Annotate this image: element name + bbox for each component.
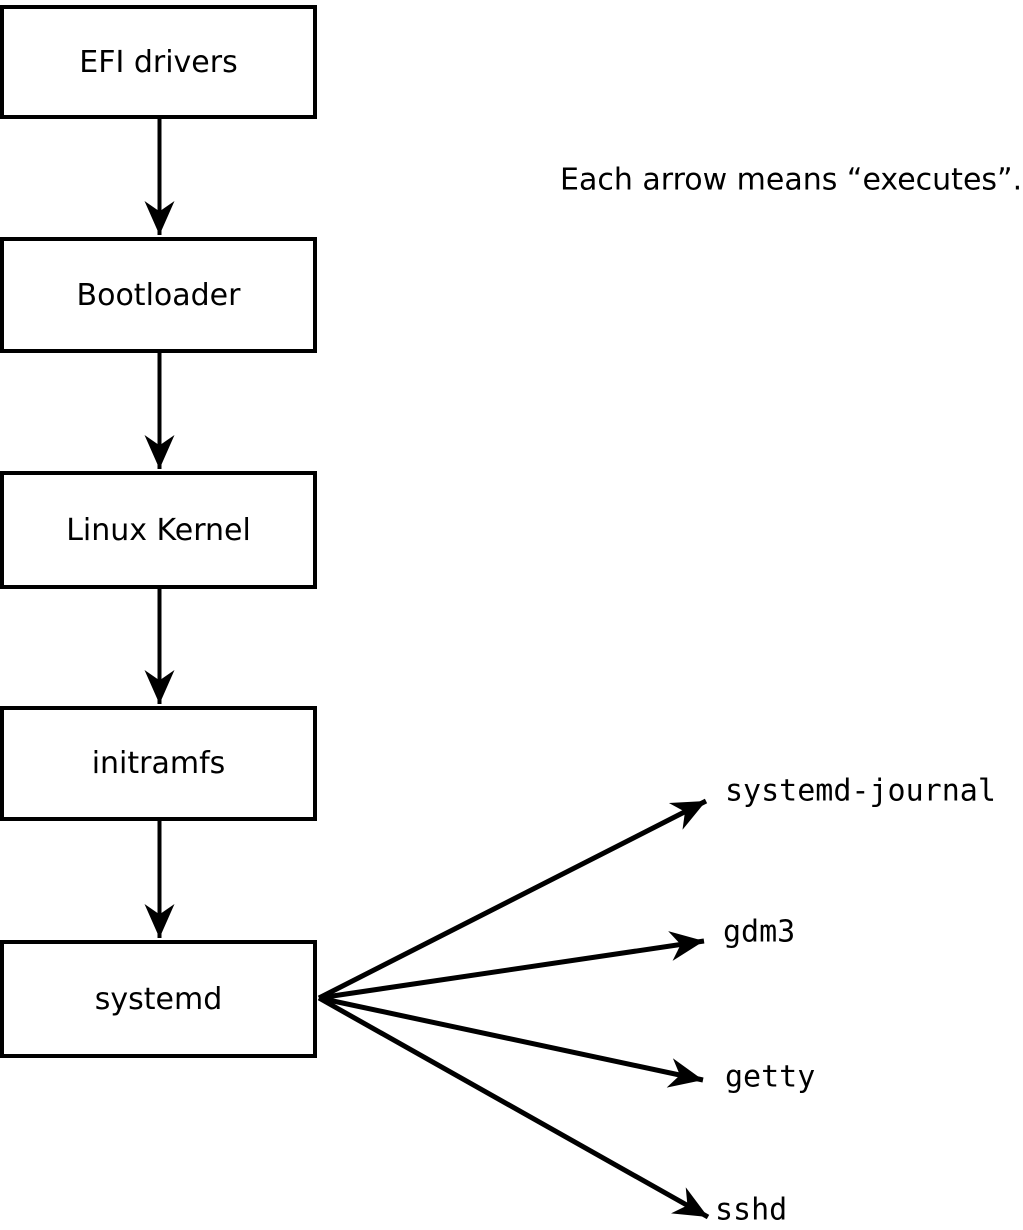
process-label-sshd: sshd	[715, 1192, 788, 1228]
process-label-getty: getty	[725, 1059, 816, 1095]
arrow-meaning-annotation: Each arrow means “executes”.	[560, 162, 1023, 198]
node-systemd: systemd	[0, 940, 317, 1058]
process-label-gdm3: gdm3	[723, 914, 796, 950]
node-systemd-label: systemd	[94, 981, 223, 1017]
node-initramfs-label: initramfs	[91, 746, 226, 781]
arrow-systemd-to-gdm3	[318, 931, 705, 1001]
arrow-systemd-to-systemd-journal	[317, 798, 708, 1001]
node-efi-drivers: EFI drivers	[0, 5, 317, 119]
node-linux-kernel: Linux Kernel	[0, 471, 317, 589]
node-linux-kernel-label: Linux Kernel	[66, 512, 251, 548]
arrow-systemd-to-getty	[318, 995, 704, 1088]
node-initramfs: initramfs	[0, 706, 317, 821]
node-efi-drivers-label: EFI drivers	[79, 44, 238, 80]
node-bootloader-label: Bootloader	[76, 277, 241, 313]
node-bootloader: Bootloader	[0, 237, 317, 353]
process-label-systemd-journal: systemd-journal	[725, 773, 996, 809]
arrow-systemd-to-sshd	[317, 995, 710, 1220]
